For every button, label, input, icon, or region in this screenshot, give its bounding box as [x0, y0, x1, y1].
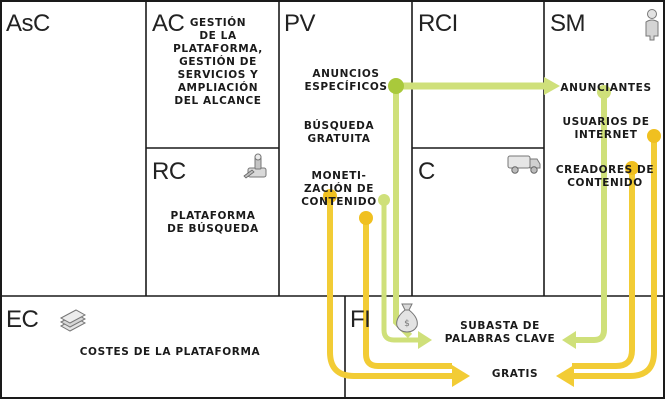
flow-monetization-to-free	[363, 218, 452, 369]
ac-item-label: GESTIÓN DE LA PLATAFORMA, GESTIÓN DE SER…	[173, 17, 263, 107]
stack-icon	[59, 309, 87, 332]
flow-free-search-to-free	[327, 196, 470, 387]
delivery-truck-icon	[507, 155, 541, 174]
flow-advertisers-to-auction	[562, 92, 607, 349]
ec-item-label: COSTES DE LA PLATAFORMA	[79, 346, 261, 358]
block-code-pv: PV	[284, 10, 316, 37]
block-code-rci: RCI	[418, 10, 458, 37]
block-code-ec: EC	[6, 306, 39, 333]
block-code-asc: AsC	[6, 10, 50, 37]
block-code-rc: RC	[152, 158, 186, 185]
flow-dot	[378, 194, 390, 206]
fi-item-label: GRATIS	[491, 368, 539, 380]
pv-item-label: ANUNCIOS ESPECÍFICOS	[304, 68, 388, 93]
fi-item-label: SUBASTA DE PALABRAS CLAVE	[444, 320, 556, 345]
flow-dot	[625, 161, 639, 175]
tools-icon	[243, 153, 267, 179]
block-code-fi: FI	[350, 306, 371, 333]
block-code-ac: AC	[152, 10, 185, 37]
pv-item-label: BÚSQUEDA GRATUITA	[303, 120, 375, 145]
rc-item-label: PLATAFORMA DE BÚSQUEDA	[167, 210, 259, 235]
svg-text:$: $	[404, 319, 410, 329]
flow-creators-to-free	[572, 168, 635, 369]
flow-users-to-free	[556, 136, 657, 387]
block-code-c: C	[418, 158, 435, 185]
flow-ads-to-advertisers	[396, 77, 560, 95]
sm-item-label: USUARIOS DE INTERNET	[562, 116, 650, 141]
flow-dot	[647, 129, 661, 143]
flow-dot	[359, 211, 373, 225]
block-code-sm: SM	[550, 10, 586, 37]
pv-item-label: MONETI- ZACIÓN DE CONTENIDO	[301, 170, 377, 208]
sm-item-label: CREADORES DE CONTENIDO	[555, 164, 655, 189]
flow-dot	[323, 189, 337, 203]
sm-item-label: ANUNCIANTES	[560, 82, 652, 94]
flow-dot	[597, 85, 611, 99]
money-bag-icon: $	[396, 303, 418, 333]
flow-dot	[388, 78, 404, 94]
person-icon	[645, 9, 659, 41]
